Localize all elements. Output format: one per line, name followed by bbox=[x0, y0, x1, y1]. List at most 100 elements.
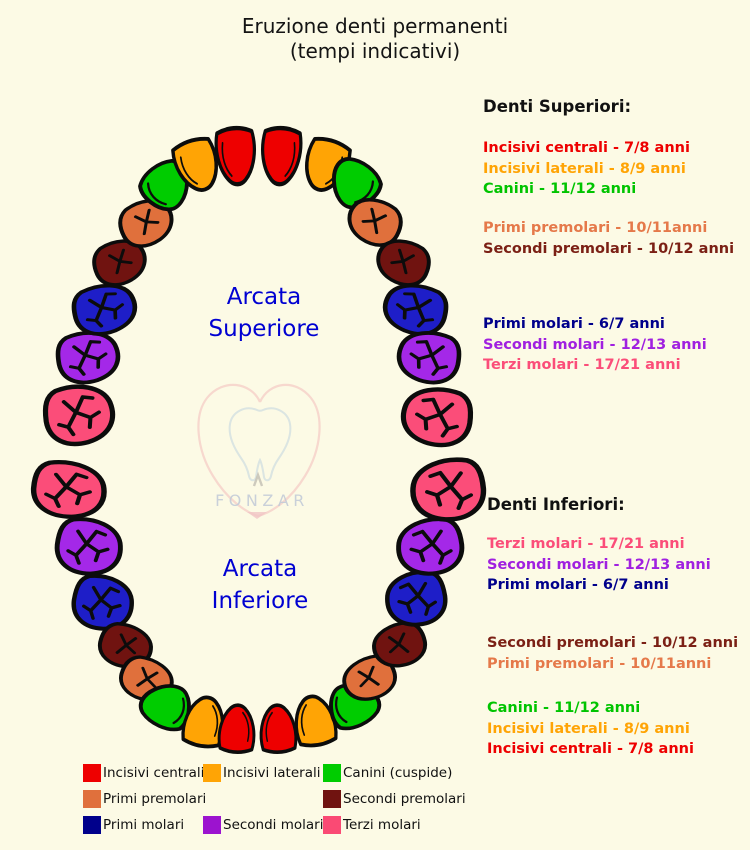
second-molar-shape bbox=[396, 330, 462, 384]
tooth-lower-right-second-molar bbox=[390, 510, 469, 581]
upper-arch-label-line2: Superiore bbox=[208, 316, 320, 342]
eruption-time-line: Incisivi laterali - 8/9 anni bbox=[487, 720, 690, 737]
page-title: Eruzione denti permanenti (tempi indicat… bbox=[0, 14, 750, 64]
tooth-upper-left-second-premolar bbox=[84, 230, 153, 293]
legend-color-swatch bbox=[83, 816, 101, 834]
watermark-caret-icon bbox=[252, 471, 264, 487]
first-molar-shape bbox=[71, 283, 137, 336]
tooth-lower-right-lateral-incisor bbox=[286, 689, 342, 750]
lateral-incisor-shape bbox=[180, 695, 224, 749]
tooth-lower-left-first-molar bbox=[66, 567, 141, 637]
eruption-time-line: Secondi premolari - 10/12 anni bbox=[483, 240, 735, 257]
tooth-lower-left-third-molar bbox=[26, 454, 112, 524]
tooth-upper-left-central-incisor bbox=[211, 124, 261, 189]
eruption-time-line: Canini - 11/12 anni bbox=[487, 700, 641, 716]
legend-label: Incisivi centrali bbox=[103, 765, 205, 781]
legend-item-canini-cuspide: Canini (cuspide) bbox=[323, 764, 452, 782]
legend-item-incisivi-centrali: Incisivi centrali bbox=[83, 764, 204, 782]
eruption-time-line: Primi premolari - 10/11anni bbox=[483, 220, 708, 236]
tooth-upper-right-second-premolar bbox=[368, 230, 437, 293]
central-incisor-shape bbox=[259, 703, 298, 755]
legend-label: Primi premolari bbox=[103, 791, 207, 807]
tooth-lower-left-lateral-incisor bbox=[176, 690, 232, 751]
tooth-lower-left-second-molar bbox=[49, 510, 128, 581]
second-premolar-shape bbox=[375, 239, 431, 287]
tooth-upper-right-third-molar bbox=[397, 382, 476, 450]
lateral-incisor-shape bbox=[294, 694, 338, 748]
second-molar-shape bbox=[54, 517, 123, 576]
first-molar-shape bbox=[385, 569, 448, 627]
first-premolar-shape bbox=[347, 197, 403, 247]
legend-label: Primi molari bbox=[103, 817, 185, 833]
upper-arch-label-line1: Arcata bbox=[226, 284, 302, 310]
third-molar-shape bbox=[410, 457, 487, 522]
lower-teeth-heading: Denti Inferiori: bbox=[487, 495, 625, 514]
upper-teeth-heading: Denti Superiori: bbox=[483, 97, 632, 116]
legend-label: Incisivi laterali bbox=[223, 765, 321, 781]
lower-arch-label: Arcata Inferiore bbox=[148, 553, 372, 617]
third-molar-shape bbox=[42, 384, 116, 447]
legend-color-swatch bbox=[83, 790, 101, 808]
lateral-incisor-shape bbox=[170, 136, 218, 192]
tooth-lower-right-third-molar bbox=[405, 451, 491, 527]
eruption-time-line: Canini - 11/12 anni bbox=[483, 181, 637, 197]
eruption-time-line: Incisivi centrali - 7/8 anni bbox=[487, 741, 694, 757]
page-title-line1: Eruzione denti permanenti bbox=[241, 14, 509, 38]
tooth-upper-right-first-premolar bbox=[339, 187, 411, 254]
legend-label: Terzi molari bbox=[343, 817, 421, 833]
eruption-time-line: Incisivi laterali - 8/9 anni bbox=[483, 160, 686, 177]
legend-item-secondi-premolari: Secondi premolari bbox=[323, 790, 466, 808]
tooth-lower-right-central-incisor bbox=[256, 701, 301, 755]
canine-shape bbox=[138, 158, 190, 212]
tooth-upper-left-third-molar bbox=[39, 379, 118, 449]
tooth-lower-left-canine bbox=[130, 670, 205, 742]
central-incisor-shape bbox=[214, 125, 256, 187]
page-title-line2: (tempi indicativi) bbox=[289, 39, 461, 63]
legend-item-primi-premolari: Primi premolari bbox=[83, 790, 206, 808]
legend-label: Secondi premolari bbox=[343, 791, 466, 807]
tooth-lower-right-first-molar bbox=[379, 563, 454, 633]
tooth-upper-left-first-molar bbox=[66, 275, 143, 341]
legend-color-swatch bbox=[203, 764, 221, 782]
eruption-time-line: Secondi molari - 12/13 anni bbox=[483, 336, 707, 353]
tooth-upper-left-canine bbox=[128, 150, 205, 225]
eruption-time-line: Terzi molari - 17/21 anni bbox=[487, 536, 685, 552]
eruption-time-line: Primi molari - 6/7 anni bbox=[487, 577, 669, 593]
fonzar-watermark: FONZAR bbox=[197, 383, 321, 519]
eruption-time-line: Terzi molari - 17/21 anni bbox=[483, 357, 681, 373]
first-molar-shape bbox=[71, 573, 134, 631]
eruption-time-line: Primi premolari - 10/11anni bbox=[487, 655, 712, 672]
tooth-upper-right-second-molar bbox=[392, 324, 465, 388]
legend-color-swatch bbox=[83, 764, 101, 782]
legend-color-swatch bbox=[203, 816, 221, 834]
tooth-upper-left-second-molar bbox=[51, 324, 124, 388]
tooth-lower-right-second-premolar bbox=[365, 613, 434, 675]
legend-label: Secondi molari bbox=[223, 817, 324, 833]
legend-item-secondi-molari: Secondi molari bbox=[203, 816, 323, 834]
upper-arch-label: Arcata Superiore bbox=[152, 281, 376, 345]
second-premolar-shape bbox=[91, 239, 147, 287]
tooth-lower-left-central-incisor bbox=[215, 701, 260, 755]
first-molar-shape bbox=[382, 283, 448, 336]
tooth-upper-left-lateral-incisor bbox=[165, 132, 229, 200]
legend-item-incisivi-laterali: Incisivi laterali bbox=[203, 764, 320, 782]
watermark-text: FONZAR bbox=[215, 491, 309, 510]
legend-item-terzi-molari: Terzi molari bbox=[323, 816, 421, 834]
second-molar-shape bbox=[55, 330, 121, 384]
central-incisor-shape bbox=[261, 125, 303, 187]
tooth-upper-right-first-molar bbox=[377, 275, 454, 341]
legend-item-primi-molari: Primi molari bbox=[83, 816, 184, 834]
third-molar-shape bbox=[400, 387, 474, 448]
legend-color-swatch bbox=[323, 790, 341, 808]
third-molar-shape bbox=[30, 460, 107, 519]
watermark-tooth-outline bbox=[228, 407, 292, 482]
eruption-time-line: Secondi molari - 12/13 anni bbox=[487, 556, 711, 573]
watermark-triangle-icon bbox=[247, 512, 267, 519]
second-premolar-shape bbox=[371, 620, 427, 667]
